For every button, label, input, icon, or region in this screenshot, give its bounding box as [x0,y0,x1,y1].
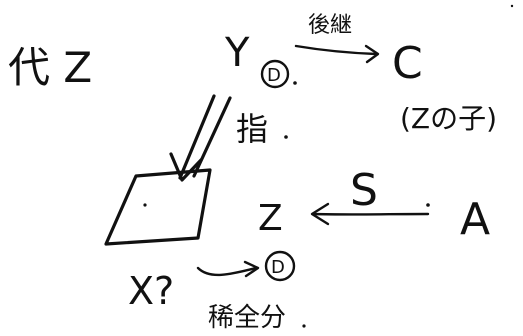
stray-mark [510,4,514,8]
node-x-circle-label: D [271,257,285,278]
node-y-circle-label: D [267,65,281,86]
parallelogram-box [104,168,212,246]
node-s-label: S [350,165,378,216]
x-question-label: X? [128,269,174,313]
c-annotation-label: (Zの子) [400,102,497,135]
title-label: 代 Z [8,43,92,92]
arrow-y-to-c [294,44,380,64]
dot-near-edge-label [284,135,288,139]
arrow-a-to-z [310,202,430,226]
arrow-x-to-circle [196,260,260,278]
edge-y-c-label: 後継 [308,13,352,38]
node-y-label: Y [224,30,250,76]
node-a-label: A [460,194,490,245]
node-z-label: Z [258,198,283,239]
node-c-label: C [392,38,423,89]
dot-after-bottom-note [302,324,306,328]
arrow-to-parallelogram [169,94,232,182]
bottom-note-label: 稀全分 [208,303,286,333]
node-x-circle: D [264,250,296,282]
edge-parallelogram-label: 指 [236,110,268,148]
node-y-circle: D [260,59,297,89]
